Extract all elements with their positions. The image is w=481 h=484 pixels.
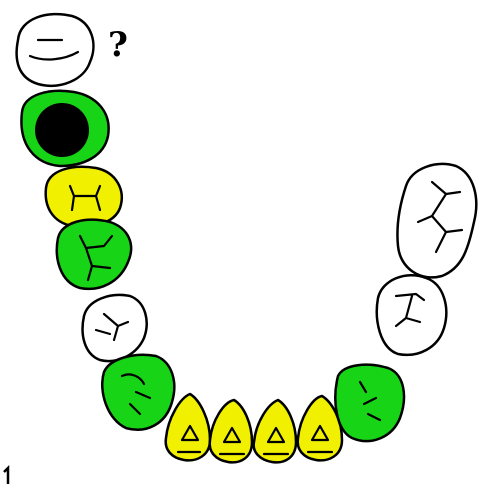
tooth-upper-left-molar-top[interactable] (17, 14, 94, 86)
tooth-right-premolar[interactable] (377, 275, 446, 355)
tooth-left-canine[interactable] (83, 295, 147, 361)
tooth-left-lateral[interactable] (102, 355, 174, 430)
tooth-left-premolar-2[interactable] (57, 220, 131, 289)
tooth-left-molar-with-filling[interactable] (21, 91, 108, 166)
tooth-right-molar[interactable] (397, 164, 476, 277)
tooth-right-lateral[interactable] (335, 365, 404, 441)
tooth-incisor-2[interactable] (210, 400, 252, 462)
edge-mark (4, 468, 8, 484)
filling-marker (35, 103, 89, 157)
tooth-left-premolar-1[interactable] (46, 167, 122, 227)
uncertain-question-mark: ? (108, 28, 128, 62)
tooth-incisor-3[interactable] (254, 400, 296, 462)
